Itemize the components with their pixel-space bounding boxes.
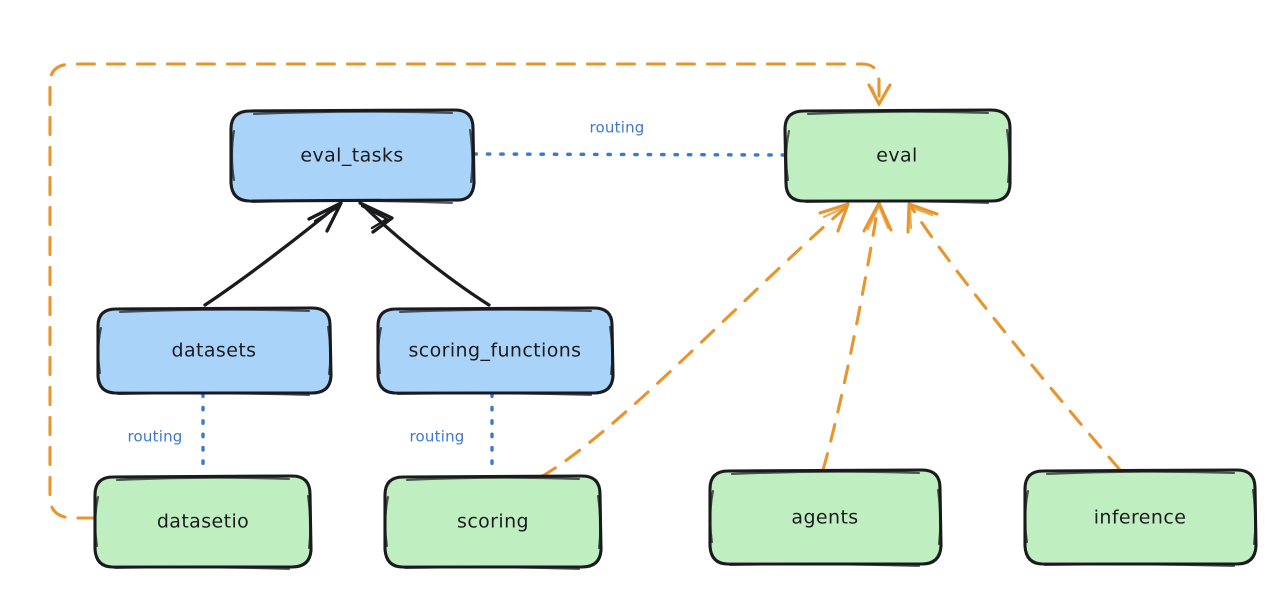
node-inference-label: inference	[1094, 507, 1187, 529]
node-inference[interactable]: inference	[1023, 468, 1258, 568]
node-scoring_functions-label: scoring_functions	[409, 340, 582, 362]
node-datasets-fill	[98, 309, 330, 392]
node-scoring-outline	[383, 474, 603, 569]
node-datasetio-outline-2	[94, 476, 312, 571]
node-eval-outline	[783, 108, 1012, 203]
node-eval-fill	[786, 111, 1010, 200]
edge-label-routing-datasetio: routing	[128, 428, 183, 446]
node-inference-fill	[1025, 471, 1255, 563]
node-scoring_functions-fill	[378, 309, 612, 392]
node-datasetio[interactable]: datasetio	[93, 474, 313, 571]
node-eval[interactable]: eval	[783, 108, 1012, 205]
node-scoring[interactable]: scoring	[383, 474, 603, 571]
node-datasetio-label: datasetio	[157, 511, 249, 533]
node-datasets-outline	[96, 306, 333, 395]
node-datasetio-outline	[93, 474, 313, 569]
node-inference-outline	[1023, 468, 1258, 566]
node-eval_tasks-outline	[229, 108, 476, 203]
node-scoring_functions-outline	[376, 306, 615, 395]
node-agents-outline-2	[709, 470, 942, 568]
edge-agents-to-eval	[821, 201, 893, 472]
edge-datasetio-to-eval	[48, 62, 892, 520]
node-scoring-outline-2	[384, 476, 602, 571]
node-scoring-label: scoring	[457, 511, 529, 533]
edge-label-routing-eval: routing	[590, 119, 645, 137]
edge-label-routing-scoring: routing	[410, 428, 465, 446]
node-agents-fill	[710, 471, 940, 563]
node-eval-label: eval	[876, 145, 917, 167]
node-eval_tasks-outline-2	[230, 110, 474, 205]
edge-eval_tasks-to-eval	[472, 152, 786, 157]
node-datasets[interactable]: datasets	[96, 306, 333, 397]
node-scoring_functions-outline-2	[377, 308, 614, 397]
node-datasets-outline-2	[97, 308, 332, 397]
node-agents[interactable]: agents	[708, 468, 943, 568]
node-scoring_functions[interactable]: scoring_functions	[376, 306, 615, 397]
node-eval_tasks-fill	[231, 111, 474, 200]
node-agents-outline	[708, 468, 943, 566]
edge-inference-to-eval	[906, 202, 1122, 472]
edge-datasets-to-eval_tasks	[203, 201, 343, 307]
node-eval_tasks[interactable]: eval_tasks	[229, 108, 476, 205]
node-datasetio-fill	[95, 477, 310, 566]
node-eval_tasks-label: eval_tasks	[300, 145, 403, 167]
edge-scoring_functions-to-eval_tasks	[358, 201, 491, 307]
node-eval-outline-2	[785, 110, 1011, 205]
node-agents-label: agents	[791, 507, 858, 529]
node-datasets-label: datasets	[172, 340, 257, 362]
node-scoring-fill	[385, 477, 600, 566]
edge-scoring-to-eval	[539, 202, 850, 479]
node-inference-outline-2	[1024, 470, 1257, 568]
